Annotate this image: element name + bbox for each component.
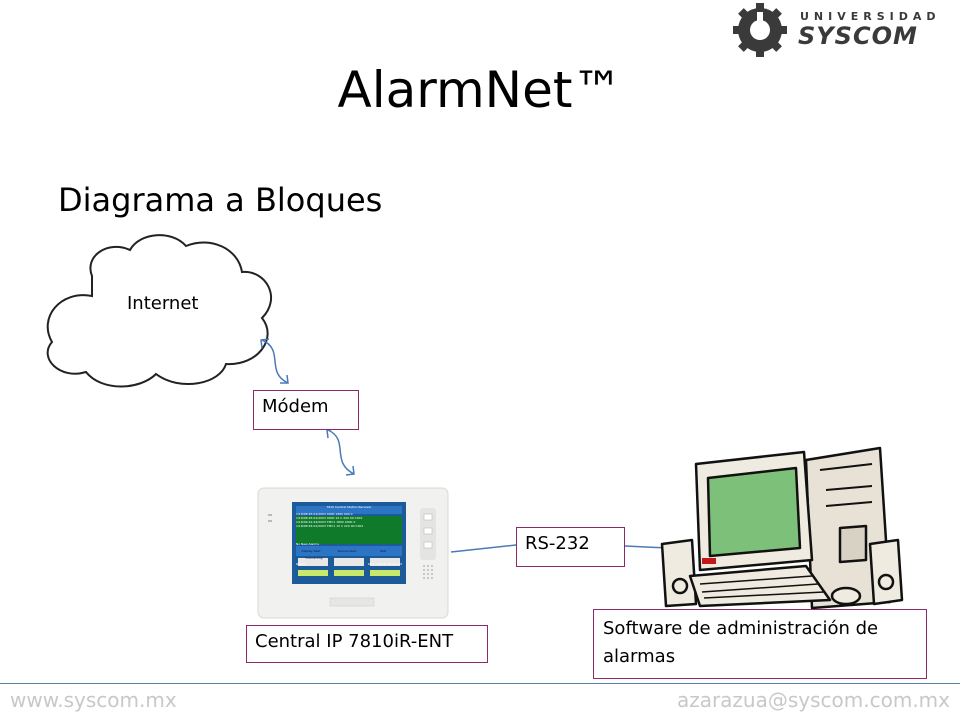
software-label-line1: Software de administración de	[603, 618, 879, 639]
receiver-log-line: 1/18/08:45:02/2003 0000 10 C 220 00 C001	[296, 516, 363, 520]
internet-label: Internet	[127, 293, 199, 314]
receiver-header: 7810 Central Station Receiver	[326, 505, 372, 509]
computer-clipart	[660, 446, 904, 610]
software-label-line2: alarmas	[603, 646, 676, 667]
receiver-button: Silence Alert	[337, 549, 357, 553]
rs232-label: RS-232	[525, 533, 590, 554]
receiver-log-line: 1/18/08:45:02/2003 TMC1 10 C 220 00 C001	[296, 524, 364, 528]
footer-divider	[0, 683, 960, 684]
central-rs232-connector	[450, 544, 517, 553]
receiver-footer-right: Wed 2:08:47 09:21 AM	[367, 562, 402, 566]
receiver-log-line: 1/18/09:41:44/2003 TMC1 1800 0000 X	[296, 520, 356, 524]
footer-email[interactable]: azarazua@syscom.com.mx	[676, 688, 950, 712]
receiver-button: Test	[380, 549, 386, 553]
university-logo: UNIVERSIDAD SYSCOM	[733, 3, 936, 57]
modem-label: Módem	[262, 396, 329, 417]
receiver-status: No New Alarms	[296, 542, 319, 546]
logo-text-university: UNIVERSIDAD	[800, 10, 941, 23]
cloud-modem-connector	[261, 339, 289, 384]
central-box: Central IP 7810iR-ENT	[246, 625, 488, 663]
logo-text-syscom: SYSCOM	[798, 22, 918, 50]
internet-cloud-shape	[46, 234, 273, 388]
modem-central-connector	[327, 429, 355, 475]
receiver-sub-button: Connecting	[305, 556, 323, 560]
central-label: Central IP 7810iR-ENT	[255, 631, 454, 652]
section-subtitle: Diagrama a Bloques	[58, 181, 383, 219]
modem-box: Módem	[253, 390, 359, 430]
receiver-footer-left: Ready	[296, 562, 306, 566]
receiver-log-line: 1/18/08:45:02/2003 0000 1800 000 X	[296, 512, 353, 516]
software-box: Software de administración de alarmas	[593, 609, 927, 679]
footer-website[interactable]: www.syscom.mx	[10, 688, 177, 712]
receiver-button: Display Next	[301, 549, 321, 553]
rs232-box: RS-232	[516, 527, 625, 567]
central-receiver-device	[257, 487, 449, 619]
gear-icon	[733, 3, 787, 57]
receiver-screen-text: 7810 Central Station Receiver 1/18/08:45…	[296, 505, 402, 585]
page-title: AlarmNet™	[337, 61, 623, 119]
